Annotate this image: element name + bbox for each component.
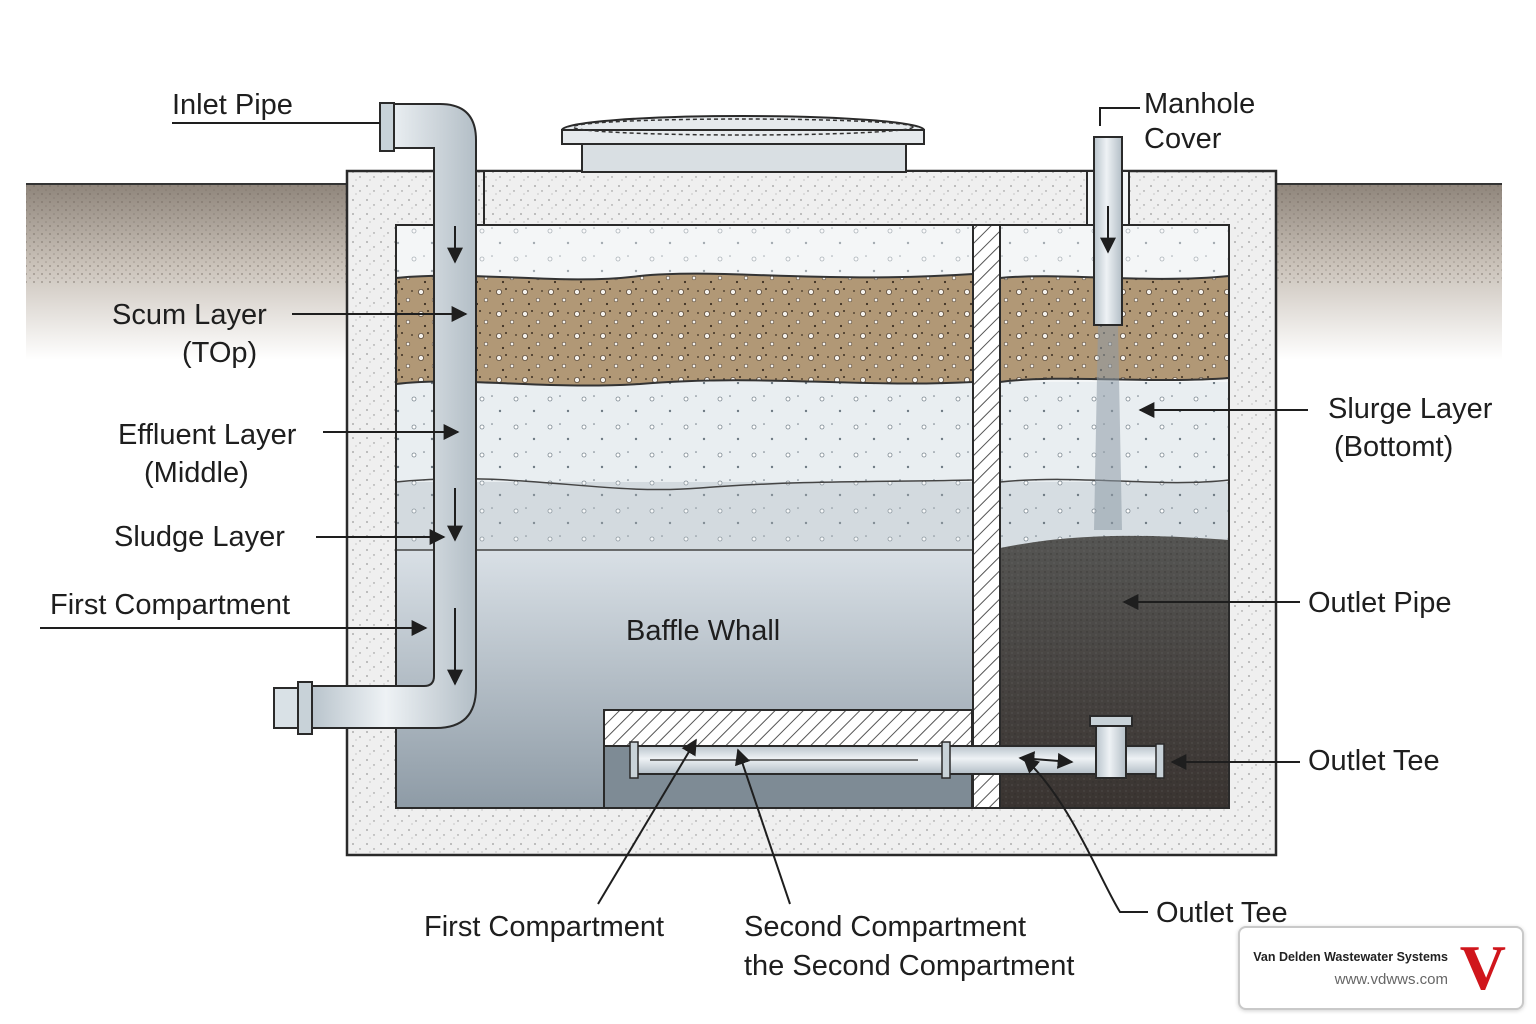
label-first-compartment-bottom: First Compartment — [424, 911, 664, 943]
company-logo-icon: V — [1459, 932, 1506, 1003]
ground-soil — [26, 183, 1502, 360]
label-effluent-layer-2: (Middle) — [144, 457, 249, 489]
label-slurge-layer: Slurge Layer — [1328, 393, 1493, 425]
leader-lines — [40, 107, 1308, 913]
label-scum-layer: Scum Layer — [112, 299, 267, 331]
manhole-cover — [561, 115, 925, 173]
label-second-compartment: Second Compartment — [744, 911, 1026, 943]
label-inlet-pipe: Inlet Pipe — [172, 89, 293, 121]
label-manhole-cover-2: Cover — [1144, 123, 1222, 155]
label-outlet-pipe: Outlet Pipe — [1308, 587, 1451, 619]
label-baffle-wall: Baffle Whall — [626, 615, 780, 647]
label-outlet-tee-bottom: Outlet Tee — [1156, 897, 1288, 929]
watermark-url: www.vdwws.com — [1334, 971, 1448, 988]
watermark-company: Van Delden Wastewater Systems — [1253, 950, 1448, 964]
outlet-drop-pipe — [1093, 136, 1123, 530]
label-sludge-layer: Sludge Layer — [114, 521, 285, 553]
outlet-pipe — [629, 741, 1159, 779]
label-first-compartment-left: First Compartment — [50, 589, 290, 621]
watermark-badge: Van Delden Wastewater Systems www.vdwws.… — [1238, 926, 1524, 1010]
label-effluent-layer: Effluent Layer — [118, 419, 297, 451]
label-second-compartment-2: the Second Compartment — [744, 950, 1074, 982]
labels: Inlet Pipe Manhole Cover Scum Layer (TOp… — [50, 88, 1493, 982]
label-manhole-cover: Manhole — [1144, 88, 1255, 120]
label-slurge-layer-2: (Bottomt) — [1334, 431, 1453, 463]
manhole-riser — [483, 170, 1130, 226]
baffle-wall — [972, 224, 1001, 809]
label-scum-layer-2: (TOp) — [182, 337, 257, 369]
inlet-pipe — [273, 102, 477, 735]
label-outlet-tee-right: Outlet Tee — [1308, 745, 1440, 777]
